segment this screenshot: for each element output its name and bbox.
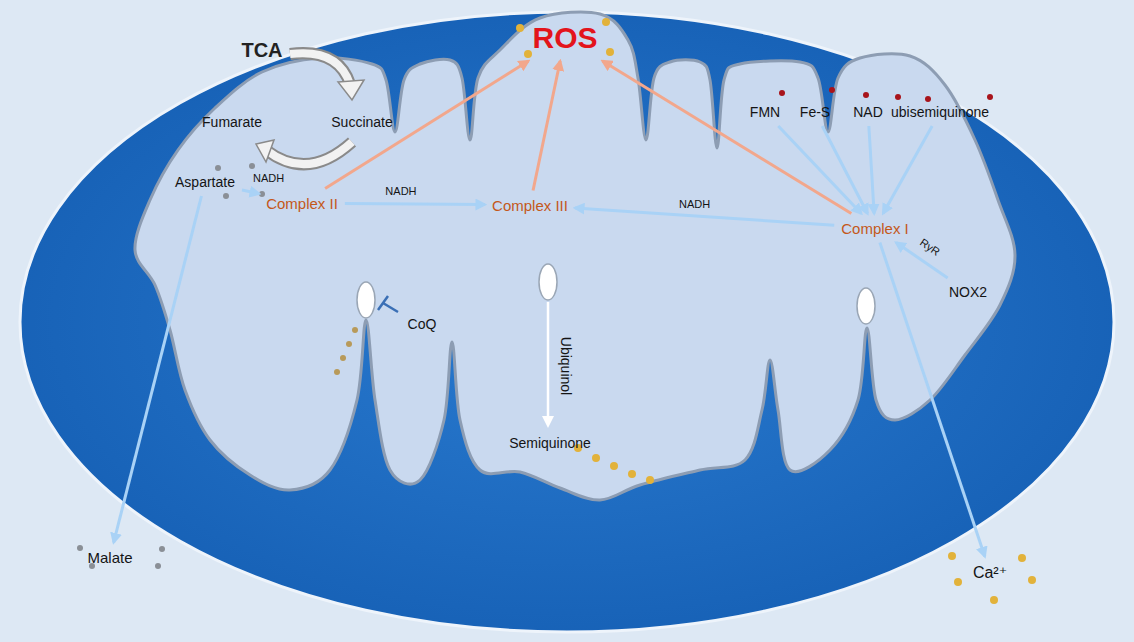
connector-arrow [114,196,202,543]
node-text: FMN [750,104,780,120]
enzyme-label: NOX2 [946,282,990,302]
particle-dot [990,596,998,604]
particle-dot [352,327,358,333]
particle-dot [829,87,835,93]
outer-membrane [20,12,1114,632]
complex-label: Complex III [489,195,571,216]
coenzyme-label: CoQ [408,316,437,332]
ion-label: Ca²⁺ [970,561,1010,584]
node-text: Complex II [266,195,338,212]
metabolite-label: Ubiquinol [558,337,574,395]
particle-dot [155,563,161,569]
edge-label: NADH [251,172,286,184]
particle-dot [954,578,962,586]
metabolite-label: Fumarate [202,114,262,130]
complex-i-protein [857,288,875,324]
particle-dot [215,165,221,171]
connector-arrow [603,61,852,214]
node-text: NOX2 [949,284,987,300]
particle-dot [606,48,614,56]
particle-dot [646,476,654,484]
particle-dot [863,92,869,98]
particle-dot [602,18,610,26]
cofactor-label: Fe-S [797,102,833,122]
connector-arrow [345,203,485,204]
connector-arrow [533,61,560,191]
connector-arrow [575,208,834,225]
particle-dot [249,163,255,169]
particle-dots [77,18,1036,604]
cofactor-label: ubisemiquinone [888,102,992,122]
particle-dot [334,369,340,375]
complex-iii-protein [539,264,557,300]
node-text: Complex III [492,197,568,214]
particle-dot [223,193,229,199]
particle-dot [159,546,165,552]
metabolite-label: Malate [84,547,135,568]
node-text: Complex I [841,220,909,237]
particle-dot [948,552,956,560]
connector-arrow [883,126,932,214]
node-text: NAD [853,104,883,120]
complex-label: Complex II [263,193,341,214]
particle-dot [259,191,265,197]
node-text: ROS [532,21,597,55]
particle-dot [895,94,901,100]
particle-dot [925,96,931,102]
particle-dot [346,341,352,347]
edge-label: NADH [677,198,712,210]
particle-dot [1028,576,1036,584]
tca-cycle [256,53,364,164]
particle-dot [340,355,346,361]
node-text: Ca²⁺ [973,563,1007,582]
cycle-label: TCA [241,39,282,62]
ros-label: ROS [529,19,600,57]
edge-label: NADH [383,185,418,197]
particle-dot [524,50,532,58]
connector-arrow [869,126,874,214]
node-text: Fe-S [800,104,830,120]
particle-dot [610,462,618,470]
node-text: Malate [87,549,132,566]
cofactor-label: FMN [747,102,783,122]
metabolite-label: Semiquinone [509,435,591,451]
particle-dot [516,24,524,32]
particle-dot [628,470,636,478]
connector-arrow [242,190,259,194]
particle-dot [779,90,785,96]
particle-dot [1018,554,1026,562]
complex-ii-protein [357,282,375,318]
complex-label: Complex I [838,218,912,239]
metabolite-label: Succinate [331,114,392,130]
particle-dot [77,545,83,551]
connector-arrow [325,61,528,189]
node-text: Aspartate [175,174,235,190]
coq-inhibition [378,296,398,312]
metabolite-label: Aspartate [172,172,238,192]
cofactor-label: NAD [850,102,886,122]
connector-arrow [822,126,867,214]
connector-arrow [778,126,861,214]
node-text: ubisemiquinone [891,104,989,120]
particle-dot [592,454,600,462]
particle-dot [987,94,993,100]
ubiquinol-arrow [542,302,554,428]
